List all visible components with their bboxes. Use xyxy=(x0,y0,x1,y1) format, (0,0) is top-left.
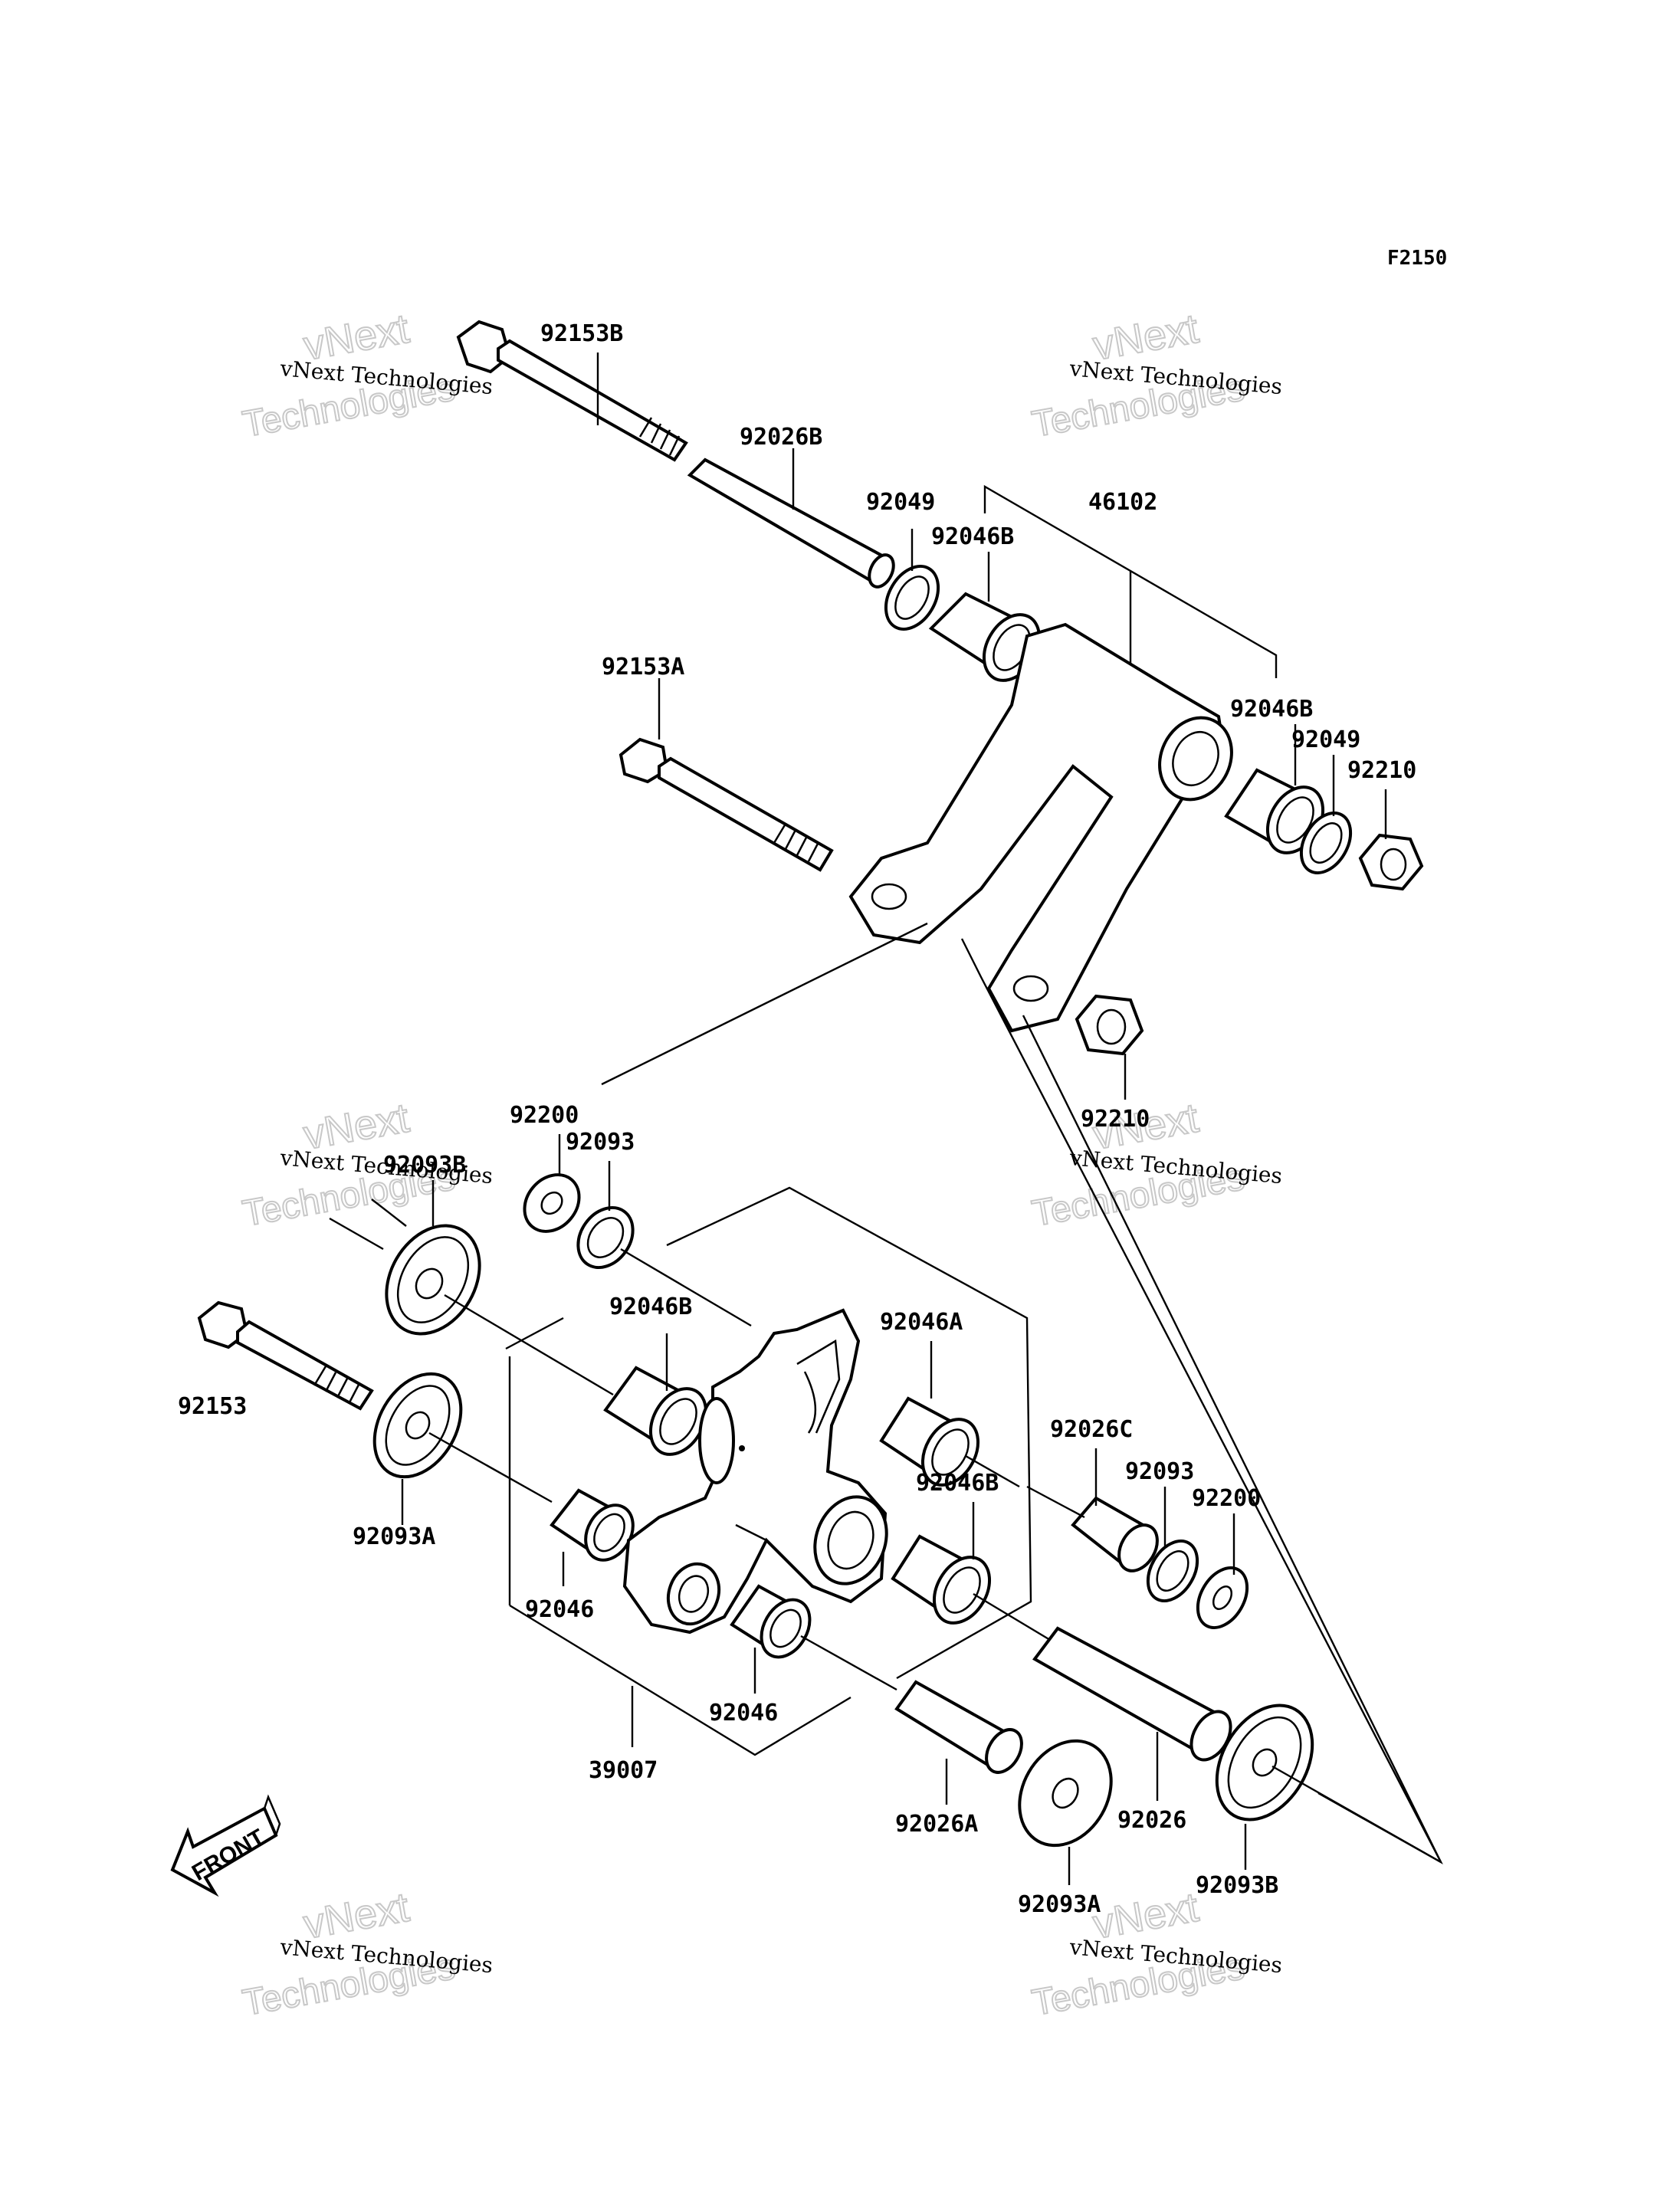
label-92046B-top: 92046B xyxy=(931,523,1014,550)
label-92200-right: 92200 xyxy=(1192,1485,1261,1512)
nut-92210-bottom xyxy=(1075,994,1144,1056)
label-92026: 92026 xyxy=(1117,1807,1186,1834)
leader-line-92046-center xyxy=(800,1635,897,1691)
bearing-92046A xyxy=(879,1396,980,1487)
label-92153A: 92153A xyxy=(602,654,684,680)
watermark-top-right: vNext Technologies vNext Technologies xyxy=(1029,305,1284,446)
label-92026B: 92026B xyxy=(740,424,822,451)
seal-92049-right xyxy=(1299,812,1353,874)
label-92049-top: 92049 xyxy=(866,489,935,516)
label-92153B: 92153B xyxy=(540,320,623,347)
label-92046B-low: 92046B xyxy=(916,1470,999,1497)
bearing-92046B-low xyxy=(891,1534,992,1625)
leader-line-right-long xyxy=(1022,1015,1442,1863)
collar-92026B xyxy=(687,457,895,589)
seal-92093A-left xyxy=(372,1372,463,1479)
leader-line-92093-left xyxy=(620,1248,752,1327)
label-92210-bottom: 92210 xyxy=(1081,1106,1150,1133)
label-92046-left: 92046 xyxy=(525,1596,594,1623)
washer-92093A-bottom xyxy=(1018,1739,1113,1848)
label-92046A: 92046A xyxy=(880,1309,963,1336)
label-92046B-right: 92046B xyxy=(1230,696,1313,723)
label-92093B-left: 92093B xyxy=(383,1152,466,1179)
collar-92026A xyxy=(894,1680,1023,1774)
seal-92093-right xyxy=(1146,1540,1199,1602)
watermark-top-left: vNext Technologies vNext Technologies xyxy=(239,305,494,446)
label-92046-center: 92046 xyxy=(709,1700,778,1726)
label-92093-right: 92093 xyxy=(1125,1458,1194,1485)
bolt-92153 xyxy=(197,1300,374,1411)
front-arrow: FRONT xyxy=(170,1794,281,1897)
label-92049-right: 92049 xyxy=(1291,726,1360,753)
leader-line-92093A-left xyxy=(428,1431,553,1503)
leader-line-rod-to-rocker xyxy=(601,922,928,1086)
diagram-code: F2150 xyxy=(1387,247,1447,270)
group-bracket-39007 xyxy=(329,1186,1032,1756)
label-92026C: 92026C xyxy=(1050,1416,1133,1443)
washer-92200-right xyxy=(1196,1566,1249,1629)
bearing-92046-center xyxy=(730,1584,812,1659)
label-92093B-bottom: 92093B xyxy=(1196,1872,1278,1899)
label-92046B-mid: 92046B xyxy=(609,1294,692,1320)
nut-92210-right xyxy=(1358,833,1424,891)
label-92093A-bottom: 92093A xyxy=(1018,1891,1101,1918)
seal-92093-left xyxy=(576,1206,635,1269)
bolt-92153A xyxy=(619,737,834,872)
label-ticks xyxy=(371,353,1387,1885)
label-92210-right: 92210 xyxy=(1347,757,1416,784)
bearing-92046-left xyxy=(550,1488,635,1562)
rod-46102 xyxy=(848,622,1233,1033)
label-39007: 39007 xyxy=(589,1757,658,1784)
label-46102: 46102 xyxy=(1088,489,1157,516)
watermark-mid-right: vNext Technologies vNext Technologies xyxy=(1029,1094,1284,1235)
bolt-92153B xyxy=(456,320,688,462)
label-92200-left: 92200 xyxy=(510,1102,579,1129)
collar-92093B-left xyxy=(385,1224,481,1336)
label-92153: 92153 xyxy=(178,1393,247,1420)
leader-line-92026C xyxy=(1026,1485,1085,1519)
leader-line-92093B-bottom xyxy=(1271,1765,1442,1864)
group-bracket-46102 xyxy=(983,484,1278,678)
rocker-arm-39007 xyxy=(622,1308,888,1635)
collar-92026 xyxy=(1032,1626,1232,1762)
washer-92200-left xyxy=(523,1173,581,1233)
leader-line-92046B-low xyxy=(973,1592,1051,1641)
label-92026A: 92026A xyxy=(895,1811,978,1838)
collar-92026C xyxy=(1071,1496,1159,1572)
seal-92049-top xyxy=(884,565,940,631)
label-92093A-left: 92093A xyxy=(353,1523,435,1550)
leader-line-92046A xyxy=(965,1454,1020,1488)
watermark-bottom-left: vNext Technologies vNext Technologies xyxy=(239,1884,494,2025)
leader-line-92093B-left xyxy=(444,1294,614,1396)
label-92093-left: 92093 xyxy=(566,1129,635,1156)
